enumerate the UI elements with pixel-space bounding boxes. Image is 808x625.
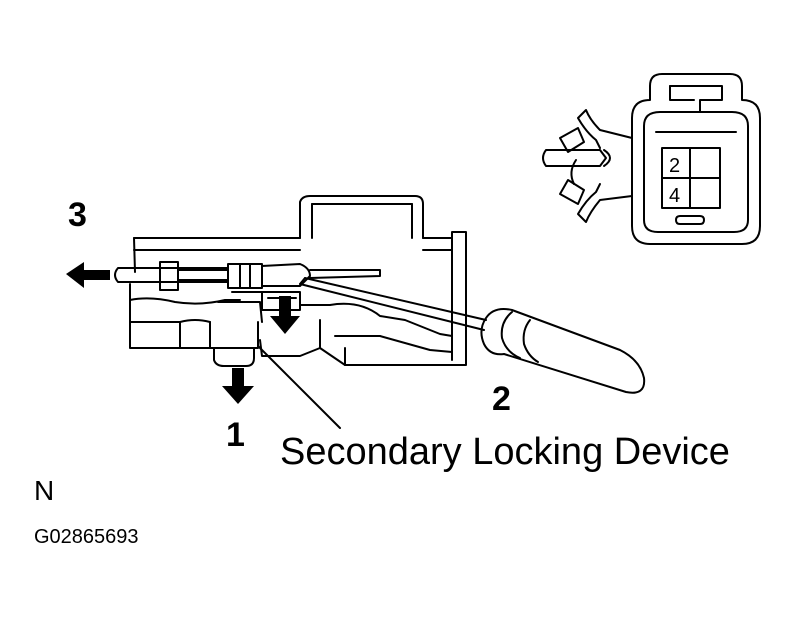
arrow-3-pull-left xyxy=(66,262,110,288)
step-3-label: 3 xyxy=(68,196,87,234)
pin-number-upper: 2 xyxy=(669,155,680,177)
step-1-label: 1 xyxy=(226,416,245,454)
connector-end-view xyxy=(542,73,761,245)
pin-number-lower: 4 xyxy=(669,185,680,207)
secondary-locking-device-caption: Secondary Locking Device xyxy=(280,431,730,473)
step-2-label: 2 xyxy=(492,380,511,418)
terminal-wire xyxy=(114,261,381,291)
callout-leader-line xyxy=(257,345,341,429)
view-letter: N xyxy=(34,475,54,506)
figure-code: G02865693 xyxy=(34,526,139,548)
arrow-2-press-down xyxy=(270,296,300,334)
arrow-1-push-down xyxy=(222,368,254,404)
screwdriver-tool xyxy=(299,277,646,394)
